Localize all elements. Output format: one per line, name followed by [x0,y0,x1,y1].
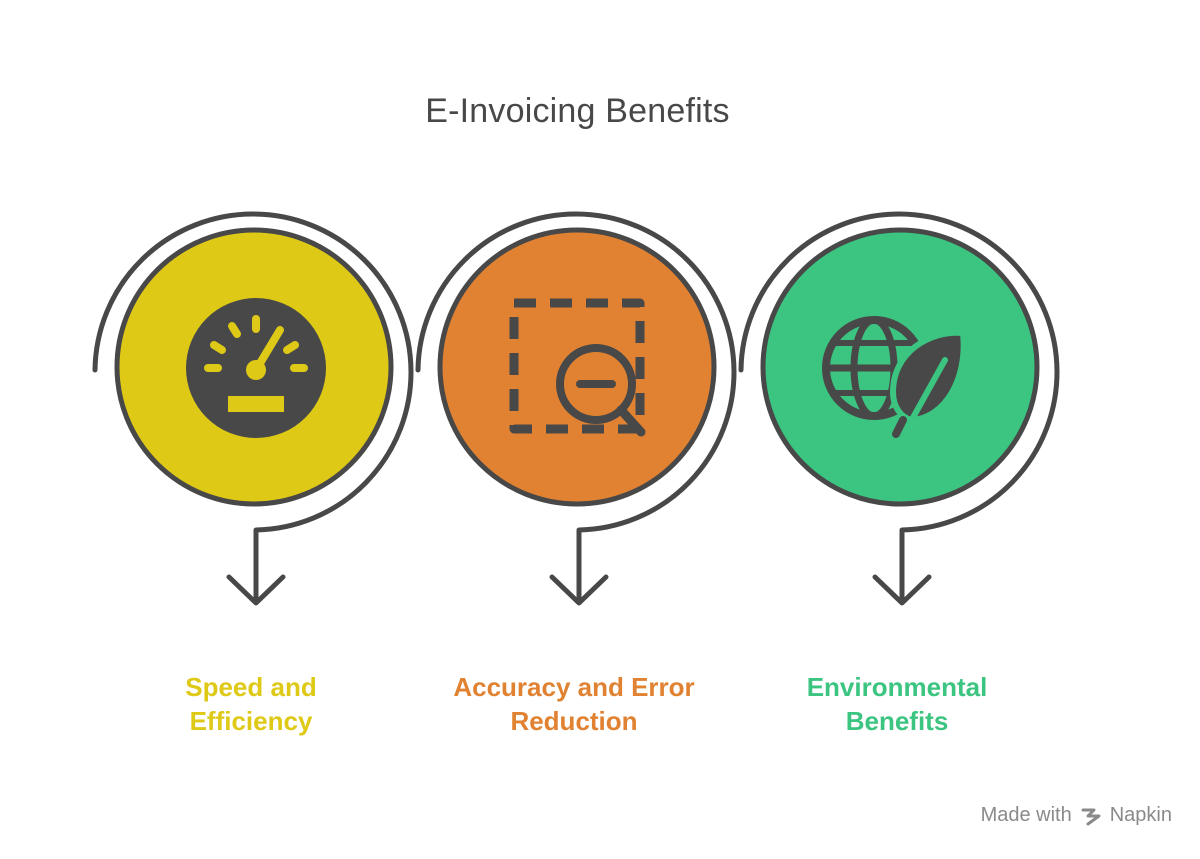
arrow-head-1 [226,574,286,606]
step-label-3: Environmental Benefits [747,670,1047,738]
step-label-2: Accuracy and Error Reduction [424,670,724,738]
step-label-1-line1: Speed and [185,672,317,702]
flow-arc-1 [92,211,414,603]
globe-leaf-icon [822,316,967,438]
step-label-2-line1: Accuracy and Error [453,672,695,702]
step-label-3-line2: Benefits [845,706,949,736]
step-label-3-line1: Environmental [806,672,988,702]
zoom-out-selection-icon [509,298,646,437]
step-label-1-line2: Efficiency [189,706,313,736]
napkin-brand-text: Napkin [1109,804,1172,826]
step-label-1: Speed and Efficiency [101,670,401,738]
arrow-head-2 [549,574,609,606]
napkin-footer: Made with Napkin [981,804,1172,827]
napkin-logo-icon [1081,808,1101,825]
made-with-text: Made with [980,804,1072,826]
diagram-title: E-Invoicing Benefits [425,92,730,130]
step-label-2-line2: Reduction [510,706,638,736]
arrow-head-3 [872,574,932,606]
flow-arc-2 [415,211,737,603]
flow-arc-3 [738,211,1060,603]
speedometer-icon [186,298,326,438]
